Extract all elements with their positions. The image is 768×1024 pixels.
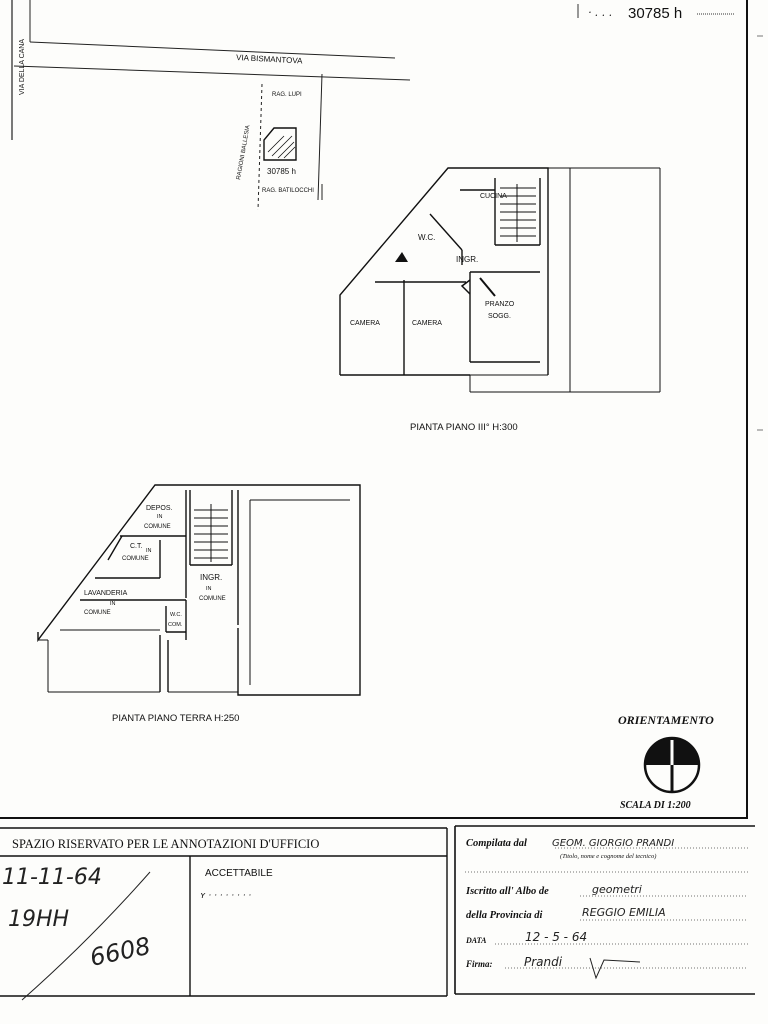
provincia-value: REGGIO EMILIA — [582, 906, 666, 919]
ground-floor-plan — [37, 484, 361, 696]
svg-text:COMUNE: COMUNE — [84, 610, 111, 616]
compiler-box — [454, 825, 755, 995]
upper-room-camera-1: CAMERA — [350, 320, 380, 327]
ground-stair-treads — [194, 504, 228, 562]
street-side-label: VIA DELLA CANA — [19, 39, 26, 95]
upper-plan-title: PIANTA PIANO III° H:300 — [410, 422, 518, 433]
compilata-subtitle: (Titolo, nome e cognome del tecnico) — [560, 853, 656, 860]
office-handwriting-number: 6608 — [87, 932, 153, 972]
svg-text:IN: IN — [206, 586, 212, 592]
neighbor-west-label: RAGIONI BALLESIA — [236, 125, 252, 181]
office-box-title: SPAZIO RISERVATO PER LE ANNOTAZIONI D'UF… — [12, 837, 319, 851]
upper-room-pranzo: PRANZO — [485, 301, 515, 308]
site-lot-label: 30785 h — [267, 167, 296, 176]
ground-room-lavanderia: LAVANDERIA — [84, 590, 128, 597]
svg-text:IN: IN — [146, 548, 152, 554]
north-arrow-icon — [643, 736, 701, 794]
svg-text:ʏ · · · · · · · ·: ʏ · · · · · · · · — [200, 891, 251, 901]
office-annotation-box — [0, 827, 448, 997]
iscritto-label: Iscritto all' Albo de — [465, 886, 549, 897]
svg-text:IN: IN — [157, 514, 163, 520]
upper-room-camera-2: CAMERA — [412, 320, 442, 327]
upper-wc-fixture — [395, 252, 408, 262]
scale-label: SCALA DI 1:200 — [620, 800, 691, 811]
provincia-label: della Provincia di — [466, 910, 542, 921]
upper-room-wc: W.C. — [418, 233, 435, 242]
site-plan: VIA BISMANTOVA VIA DELLA CANA RAG. LUPI … — [11, 0, 411, 211]
svg-text:COM.: COM. — [168, 622, 183, 628]
neighbor-north-label: RAG. LUPI — [272, 92, 302, 98]
office-pen-stroke — [21, 871, 151, 1001]
svg-text:30785 h: 30785 h — [628, 5, 682, 22]
upper-room-cucina: CUCINA — [480, 193, 507, 200]
svg-text:IN: IN — [110, 601, 116, 607]
data-value: 12 - 5 - 64 — [525, 930, 587, 944]
site-lot-outline — [263, 127, 297, 161]
upper-floor-plan — [339, 167, 661, 393]
header-sheet-number: · . . . 30785 h — [577, 4, 734, 22]
ground-plan-title: PIANTA PIANO TERRA H:250 — [112, 713, 239, 724]
ground-room-ingr: INGR. — [200, 573, 222, 582]
upper-room-ingr: INGR. — [456, 255, 478, 264]
upper-pranzo-fixture — [460, 279, 471, 295]
ground-room-wc: W.C. — [170, 612, 182, 618]
svg-text:COMUNE: COMUNE — [122, 556, 149, 562]
ground-room-ct: C.T. — [130, 543, 143, 550]
iscritto-value: geometri — [592, 883, 642, 896]
office-handwriting-2: 19HH — [8, 907, 69, 932]
office-stamp: ACCETTABILE — [205, 868, 273, 879]
upper-stair-treads — [500, 184, 536, 242]
svg-text:COMUNE: COMUNE — [199, 596, 226, 602]
firma-label: Firma: — [465, 959, 493, 969]
svg-text:· . . .: · . . . — [588, 6, 612, 19]
upper-room-sogg: SOGG. — [488, 313, 511, 320]
orientation-title: ORIENTAMENTO — [618, 713, 714, 727]
upper-floor-outer-wall — [339, 167, 549, 375]
street-main-label: VIA BISMANTOVA — [236, 53, 303, 65]
compilata-label: Compilata dal — [466, 838, 527, 849]
data-label: DATA — [465, 936, 487, 945]
office-handwriting-1: 11-11-64 — [2, 865, 102, 890]
neighbor-south-label: RAG. BATILOCCHI — [262, 188, 314, 194]
compilata-value: GEOM. GIORGIO PRANDI — [552, 838, 674, 849]
ground-room-depos: DEPOS. — [146, 505, 173, 512]
svg-text:COMUNE: COMUNE — [144, 524, 171, 530]
firma-value: Prandi — [524, 955, 563, 969]
compiler-dotted-lines — [465, 847, 748, 969]
site-lot-hatch — [267, 135, 296, 159]
signature-flourish — [589, 957, 641, 980]
